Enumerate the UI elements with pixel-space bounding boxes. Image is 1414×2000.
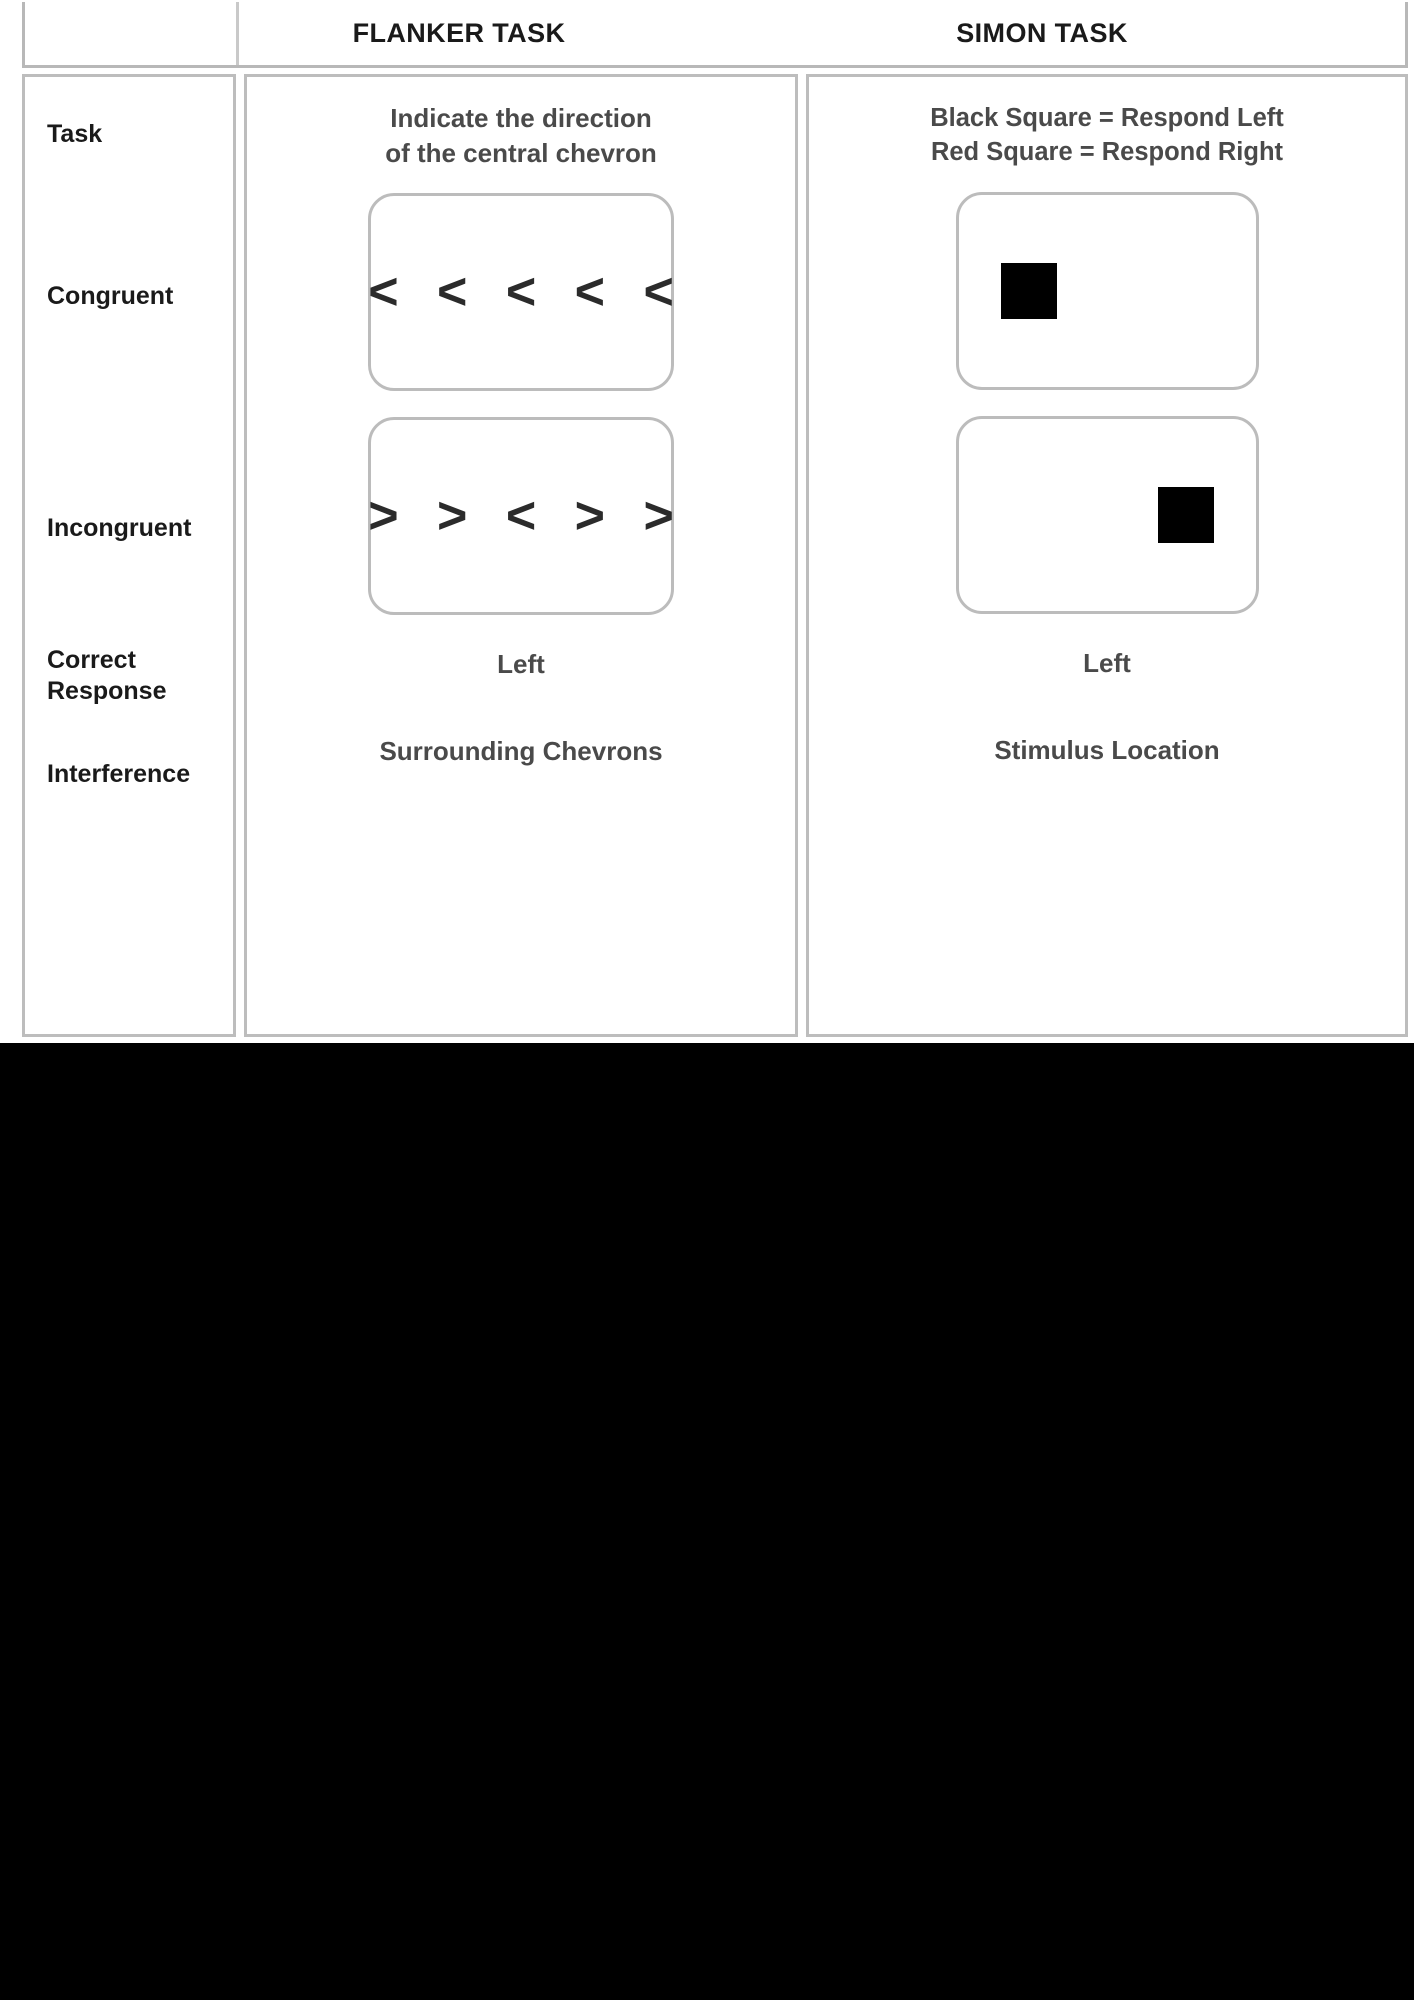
flanker-congruent-chevrons: < < < < < [368,263,686,322]
flanker-task-column: Indicate the direction of the central ch… [244,74,798,1037]
simon-congruent-stimulus-box [955,191,1259,390]
row-label-task: Task [47,120,103,148]
flanker-incongruent-stimulus-box: > > < > > [368,417,674,616]
simon-task-column: Black Square = Respond Left Red Square =… [806,74,1408,1037]
simon-incongruent-black-square [1157,486,1214,543]
flanker-incongruent-chevrons: > > < > > [368,487,686,546]
figure-plate: FLANKER TASK SIMON TASK Task Congruent I… [8,0,1408,1043]
flanker-task-description: Indicate the direction of the central ch… [385,103,657,169]
header-corner-cell [25,2,239,65]
row-label-column: Task Congruent Incongruent Correct Respo… [22,74,236,1037]
table-header-row: FLANKER TASK SIMON TASK [22,2,1408,68]
flanker-correct-response: Left [497,649,545,680]
row-label-interference: Interference [47,760,191,788]
header-flanker-task: FLANKER TASK [352,18,566,48]
flanker-interference: Surrounding Chevrons [379,736,663,767]
row-label-correct-response-line1: Correct [47,646,136,674]
figure-canvas: FLANKER TASK SIMON TASK Task Congruent I… [0,0,1414,1043]
simon-interference: Stimulus Location [994,734,1220,765]
flanker-congruent-stimulus-box: < < < < < [368,193,674,392]
simon-task-description: Black Square = Respond Left Red Square =… [930,104,1284,167]
table-body: Task Congruent Incongruent Correct Respo… [22,74,1408,1037]
row-label-correct-response-line2: Response [47,677,167,706]
simon-congruent-black-square [1000,262,1057,319]
simon-correct-response: Left [1083,647,1131,678]
row-label-congruent: Congruent [47,282,174,310]
header-simon-task: SIMON TASK [956,18,1128,48]
simon-incongruent-stimulus-box [955,415,1259,614]
row-label-correct-response: Correct Response [47,645,166,708]
row-label-incongruent: Incongruent [47,514,192,542]
